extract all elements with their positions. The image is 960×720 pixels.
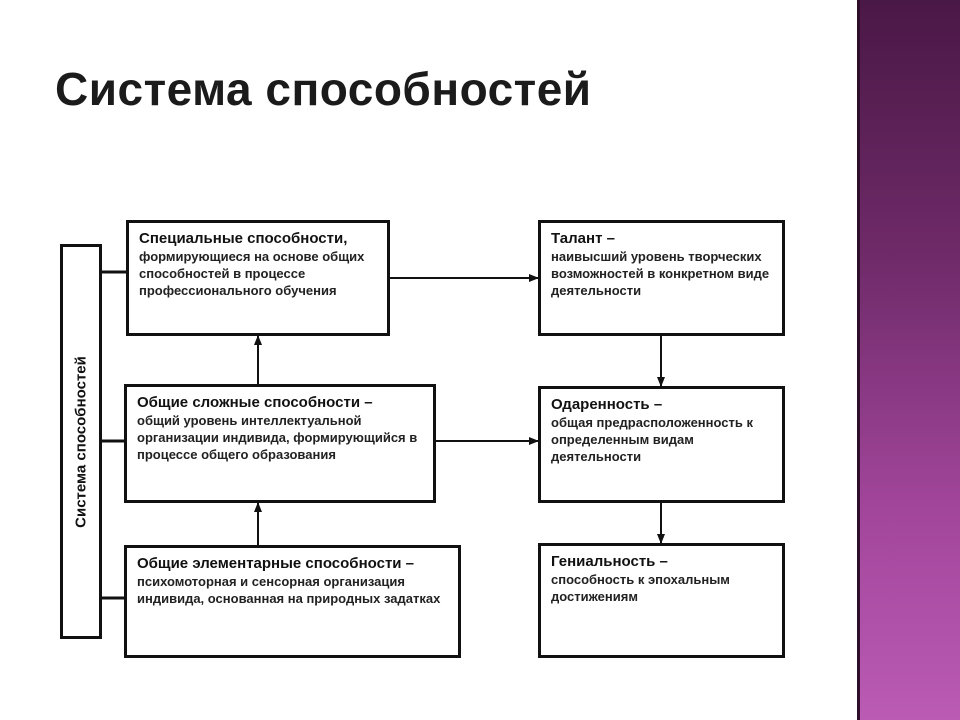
box-special-abilities: Специальные способности, формирующиеся н…	[126, 220, 390, 336]
box-head: Специальные способности,	[139, 230, 348, 247]
box-general-complex-abilities: Общие сложные способности – общий уровен…	[124, 384, 436, 503]
box-body: наивысший уровень творческих возможносте…	[551, 249, 770, 298]
side-label-box: Система способностей	[60, 244, 102, 639]
box-body: психомоторная и сенсорная организация ин…	[137, 574, 441, 606]
box-body: общая предрасположенность к определенным…	[551, 415, 753, 464]
box-giftedness: Одаренность – общая предрасположенность …	[538, 386, 785, 503]
decorative-sidebar-band	[857, 0, 960, 720]
side-label: Система способностей	[72, 355, 90, 528]
box-body: общий уровень интеллектуальной организац…	[137, 413, 418, 462]
box-head: Одаренность –	[551, 396, 663, 413]
slide-title: Система способностей	[55, 63, 592, 115]
box-head: Общие сложные способности –	[137, 394, 373, 411]
box-head: Талант –	[551, 230, 615, 247]
box-body: формирующиеся на основе общих способност…	[139, 249, 365, 298]
box-genius: Гениальность – способность к эпохальным …	[538, 543, 785, 658]
box-body: способность к эпохальным достижениям	[551, 572, 730, 604]
box-talent: Талант – наивысший уровень творческих во…	[538, 220, 785, 336]
box-head: Гениальность –	[551, 553, 668, 570]
box-general-elementary-abilities: Общие элементарные способности – психомо…	[124, 545, 461, 658]
box-head: Общие элементарные способности –	[137, 555, 415, 572]
